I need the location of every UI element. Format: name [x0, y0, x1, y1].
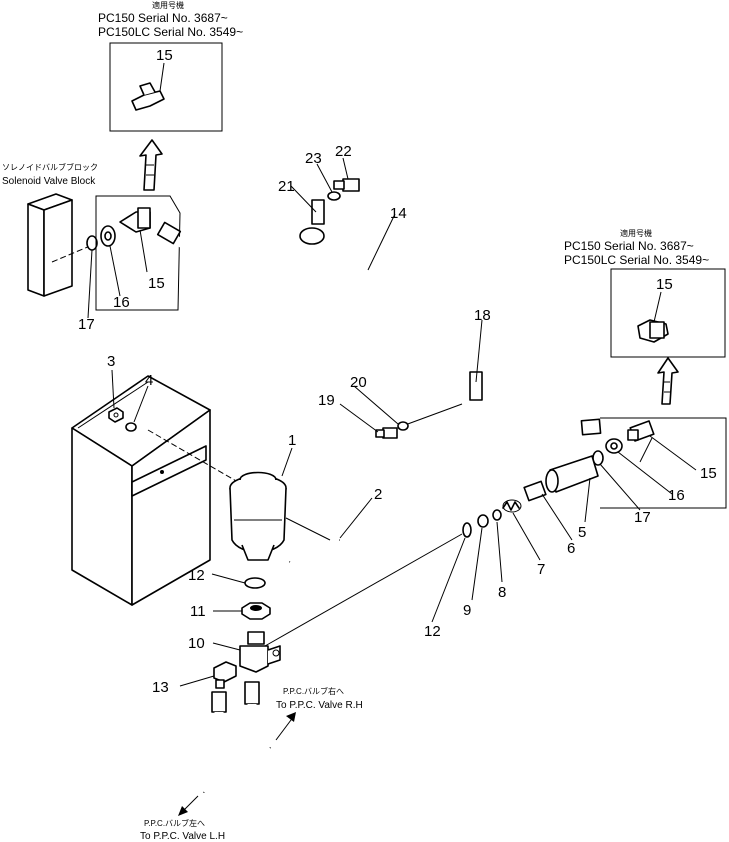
inset-top-title: 適用号機	[152, 0, 184, 10]
inset-top-leader	[159, 62, 165, 92]
bolt-19	[375, 427, 398, 439]
o-ring-12-right	[462, 522, 472, 538]
callout-6: 6	[567, 540, 575, 557]
nut-3	[108, 407, 124, 423]
ring-8	[492, 509, 502, 521]
inset-right-frame	[610, 268, 726, 358]
hose-ppc-rh	[244, 681, 274, 757]
group-bracket-right	[600, 417, 727, 509]
inset-right-title: 適用号機	[620, 228, 652, 238]
clamp-18	[404, 371, 483, 426]
connector-15-top	[119, 207, 151, 233]
inset-top-part-number: 15	[156, 47, 173, 64]
clamp-21	[299, 199, 325, 245]
callout-14: 14	[390, 205, 407, 222]
callout-12-left: 12	[188, 567, 205, 584]
callout-21: 21	[278, 178, 295, 195]
inset-top: 適用号機 PC150 Serial No. 3687~ PC150LC Seri…	[98, 0, 243, 132]
ppc-rh-label-jp: P.P.C.バルブ右へ	[283, 686, 344, 696]
callout-8: 8	[498, 584, 506, 601]
straight-fitting-icon	[637, 319, 669, 343]
callout-16-right: 16	[668, 487, 685, 504]
callout-23: 23	[305, 150, 322, 167]
ring-9	[477, 514, 489, 528]
inset-top-line-1: PC150 Serial No. 3687~	[98, 11, 228, 25]
callout-16-left: 16	[113, 294, 130, 311]
inset-right: 適用号機 PC150 Serial No. 3687~ PC150LC Seri…	[564, 228, 726, 358]
callout-19: 19	[318, 392, 335, 409]
elbow-fitting-13	[213, 661, 237, 689]
washer-23	[327, 191, 341, 201]
callout-18: 18	[474, 307, 491, 324]
nut-11	[241, 602, 271, 620]
callout-2: 2	[374, 486, 382, 503]
callout-11: 11	[190, 603, 206, 620]
callout-7: 7	[537, 561, 545, 578]
callout-12-right: 12	[424, 623, 441, 640]
callout-20: 20	[350, 374, 367, 391]
callout-3: 3	[107, 353, 115, 370]
leader-lines	[87, 157, 697, 687]
callout-22: 22	[335, 143, 352, 160]
assembly-line	[264, 533, 463, 647]
inset-right-line-1: PC150 Serial No. 3687~	[564, 239, 694, 253]
tee-fitting-10	[239, 631, 281, 673]
callout-17-right: 17	[634, 509, 651, 526]
hose-ppc-lh	[199, 691, 227, 795]
ppc-lh-label-jp: P.P.C.バルブ左へ	[144, 818, 205, 828]
washer-4	[125, 422, 137, 432]
inset-right-line-2: PC150LC Serial No. 3549~	[564, 253, 709, 267]
hose-2	[285, 517, 376, 578]
line-filter-1	[229, 471, 287, 561]
callout-4: 4	[145, 372, 153, 389]
washer-20	[397, 421, 409, 431]
elbow-fitting-icon	[131, 82, 165, 111]
hydraulic-tank	[71, 375, 239, 606]
check-valve-5	[545, 455, 599, 493]
callout-10: 10	[188, 635, 205, 652]
arrow-to-ppc-lh-icon	[178, 795, 199, 816]
group-bracket-left	[95, 195, 181, 311]
callout-5: 5	[578, 524, 586, 541]
bolt-22	[333, 178, 360, 192]
callout-1: 1	[288, 432, 296, 449]
connector-6	[523, 480, 547, 502]
tube-14	[156, 204, 602, 436]
inset-top-frame	[109, 42, 223, 132]
callout-9: 9	[463, 602, 471, 619]
inset-top-line-2: PC150LC Serial No. 3549~	[98, 25, 243, 39]
connector-15-right	[627, 420, 655, 442]
inset-right-part-number: 15	[656, 276, 673, 293]
solenoid-label-jp: ソレノイドバルブブロック	[2, 162, 98, 172]
arrow-up-icon	[139, 139, 163, 191]
o-ring-12-left	[244, 577, 266, 589]
arrow-to-ppc-rh-icon	[275, 712, 296, 741]
callout-15-left: 15	[148, 275, 165, 292]
solenoid-label-en: Solenoid Valve Block	[2, 176, 96, 187]
callout-15-right: 15	[700, 465, 717, 482]
ppc-lh-label-en: To P.P.C. Valve L.H	[140, 831, 225, 842]
spring-7	[502, 499, 522, 513]
solenoid-valve-block: ソレノイドバルブブロック Solenoid Valve Block	[2, 162, 98, 297]
callout-13: 13	[152, 679, 169, 696]
callout-numbers: 1 2 3 4 5 6 7 8 9 10 11 12 12 13 14 15 1…	[78, 143, 717, 696]
arrow-up-icon-right	[657, 357, 679, 405]
ppc-rh-label-en: To P.P.C. Valve R.H	[276, 700, 363, 711]
callout-17-left: 17	[78, 316, 95, 333]
